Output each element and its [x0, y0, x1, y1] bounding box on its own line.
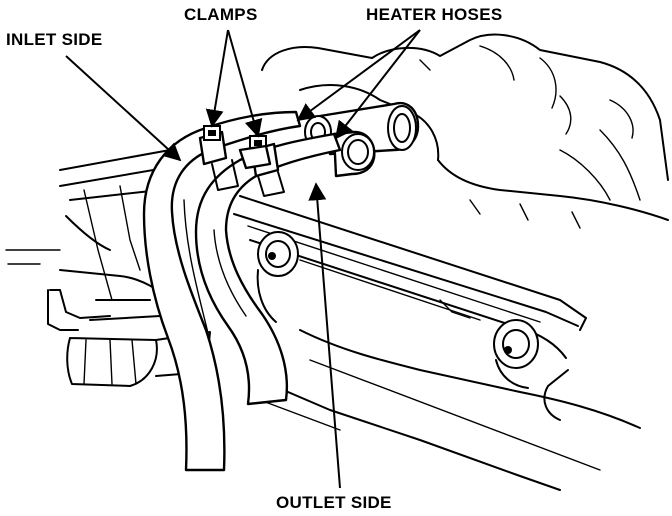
heater-pipe-nipples: [304, 101, 420, 178]
clamp-inlet: [198, 125, 239, 191]
outlet-hose: [194, 132, 342, 406]
heater-hoses-leader-lower: [334, 29, 421, 140]
bolt-right: [493, 319, 539, 389]
clamps-leader-inlet: [205, 29, 229, 128]
clamps-label: CLAMPS: [184, 5, 258, 24]
inlet-side-label: INLET SIDE: [6, 30, 103, 49]
heater-hoses-leader-upper: [296, 29, 421, 122]
heater-hoses-label: HEATER HOSES: [366, 5, 503, 24]
clamps-leader-outlet: [227, 29, 263, 138]
outlet-side-label: OUTLET SIDE: [276, 493, 392, 512]
inlet-side-leader: [65, 55, 182, 162]
engine-block: [261, 33, 669, 229]
outlet-side-leader: [308, 182, 341, 489]
lower-engine: [259, 299, 641, 491]
clamp-outlet: [238, 135, 285, 197]
left-hardware: [5, 249, 211, 387]
leader-lines: [65, 29, 421, 489]
bolt-left: [256, 231, 299, 323]
